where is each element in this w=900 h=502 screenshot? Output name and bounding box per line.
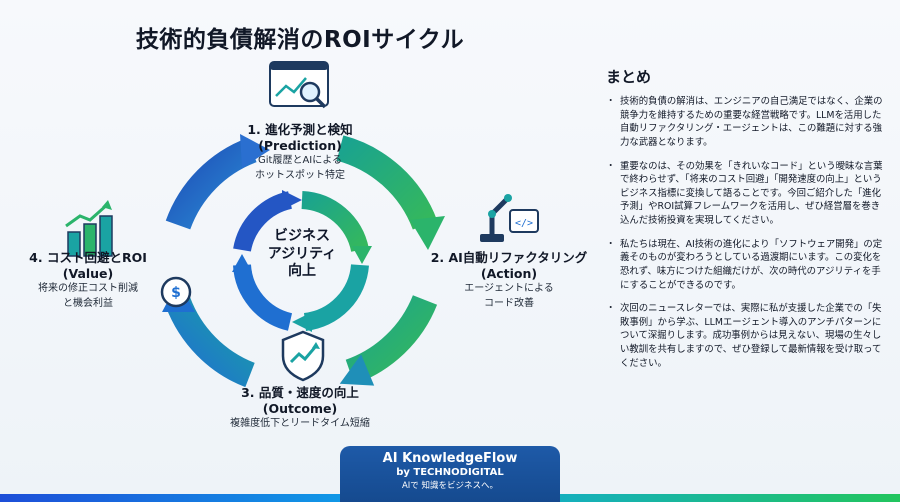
inner-ring xyxy=(232,190,372,332)
node-desc: エージェントによる xyxy=(464,283,554,295)
svg-text:$: $ xyxy=(171,285,181,301)
brand-name: AI KnowledgeFlow xyxy=(382,451,518,466)
node-subtitle: (Outcome) xyxy=(262,400,338,416)
brand-by: by TECHNODIGITAL xyxy=(396,467,504,478)
center-label: ビジネス アジリティ 向上 xyxy=(262,228,342,281)
chart-magnifier-icon xyxy=(269,61,329,109)
node-title: 2. AI自動リファクタリング xyxy=(430,250,588,265)
node-desc: コード改善 xyxy=(484,297,534,309)
node-value: 4. コスト回避とROI (Value) 将来の修正コスト削減 と機会利益 xyxy=(8,250,168,310)
page-title: 技術的負債解消のROIサイクル xyxy=(135,27,465,53)
node-desc: 将来の修正コスト削減 xyxy=(38,283,138,295)
node-title: 1. 進化予測と検知 xyxy=(247,122,353,137)
outer-arrow-bottom-right xyxy=(339,294,438,386)
node-title: 4. コスト回避とROI xyxy=(29,250,147,265)
center-line: 向上 xyxy=(288,263,316,279)
cycle-arrows: </> $ xyxy=(65,61,539,388)
summary-item: 私たちは現在、AI技術の進化により「ソフトウェア開発」の定義そのものが変わろうと… xyxy=(606,238,888,293)
node-outcome: 3. 品質・速度の向上 (Outcome) 複雑度低下とリードタイム短縮 xyxy=(205,385,395,431)
outer-arrow-top-left xyxy=(165,134,270,230)
brand-tagline: AIで 知識をビジネスへ。 xyxy=(401,481,499,491)
coin-dollar-icon: $ xyxy=(160,276,192,308)
node-subtitle: (Action) xyxy=(480,265,538,281)
node-action: 2. AI自動リファクタリング (Action) エージェントによる コード改善 xyxy=(420,250,598,310)
svg-text:</>: </> xyxy=(515,218,533,229)
node-desc: Git履歴とAIによる xyxy=(258,155,342,167)
coins-growth-icon xyxy=(65,200,113,257)
shield-chart-icon xyxy=(281,330,325,382)
summary-item: 技術的負債の解消は、エンジニアの自己満足ではなく、企業の競争力を維持するための重… xyxy=(606,95,888,150)
roi-cycle-diagram: </> $ 1. 進化予測と検知 (Prediction) Git履歴とAIによ… xyxy=(0,50,600,450)
summary-list: 技術的負債の解消は、エンジニアの自己満足ではなく、企業の競争力を維持するための重… xyxy=(606,95,888,370)
node-subtitle: (Prediction) xyxy=(258,137,342,153)
node-title: 3. 品質・速度の向上 xyxy=(241,385,359,400)
center-line: アジリティ xyxy=(267,245,337,262)
node-prediction: 1. 進化予測と検知 (Prediction) Git履歴とAIによる ホットス… xyxy=(205,122,395,182)
robot-arm-code-icon: </> xyxy=(480,194,539,242)
center-line: ビジネス xyxy=(274,228,330,244)
summary-item: 重要なのは、その効果を「きれいなコード」という曖昧な言葉で終わらせず、「将来のコ… xyxy=(606,160,888,228)
node-subtitle: (Value) xyxy=(62,265,114,281)
node-desc: ホットスポット特定 xyxy=(255,169,345,181)
outer-arrow-top-right xyxy=(336,135,445,250)
summary-panel: まとめ 技術的負債の解消は、エンジニアの自己満足ではなく、企業の競争力を維持する… xyxy=(606,66,888,380)
node-desc: 複雑度低下とリードタイム短縮 xyxy=(230,418,370,430)
node-desc: と機会利益 xyxy=(63,297,113,309)
summary-heading: まとめ xyxy=(606,68,652,86)
footer: AI KnowledgeFlow by TECHNODIGITAL AIで 知識… xyxy=(0,446,900,502)
summary-item: 次回のニュースレターでは、実際に私が支援した企業での「失敗事例」から学ぶ、LLM… xyxy=(606,302,888,370)
brand-badge: AI KnowledgeFlow by TECHNODIGITAL AIで 知識… xyxy=(340,446,560,502)
